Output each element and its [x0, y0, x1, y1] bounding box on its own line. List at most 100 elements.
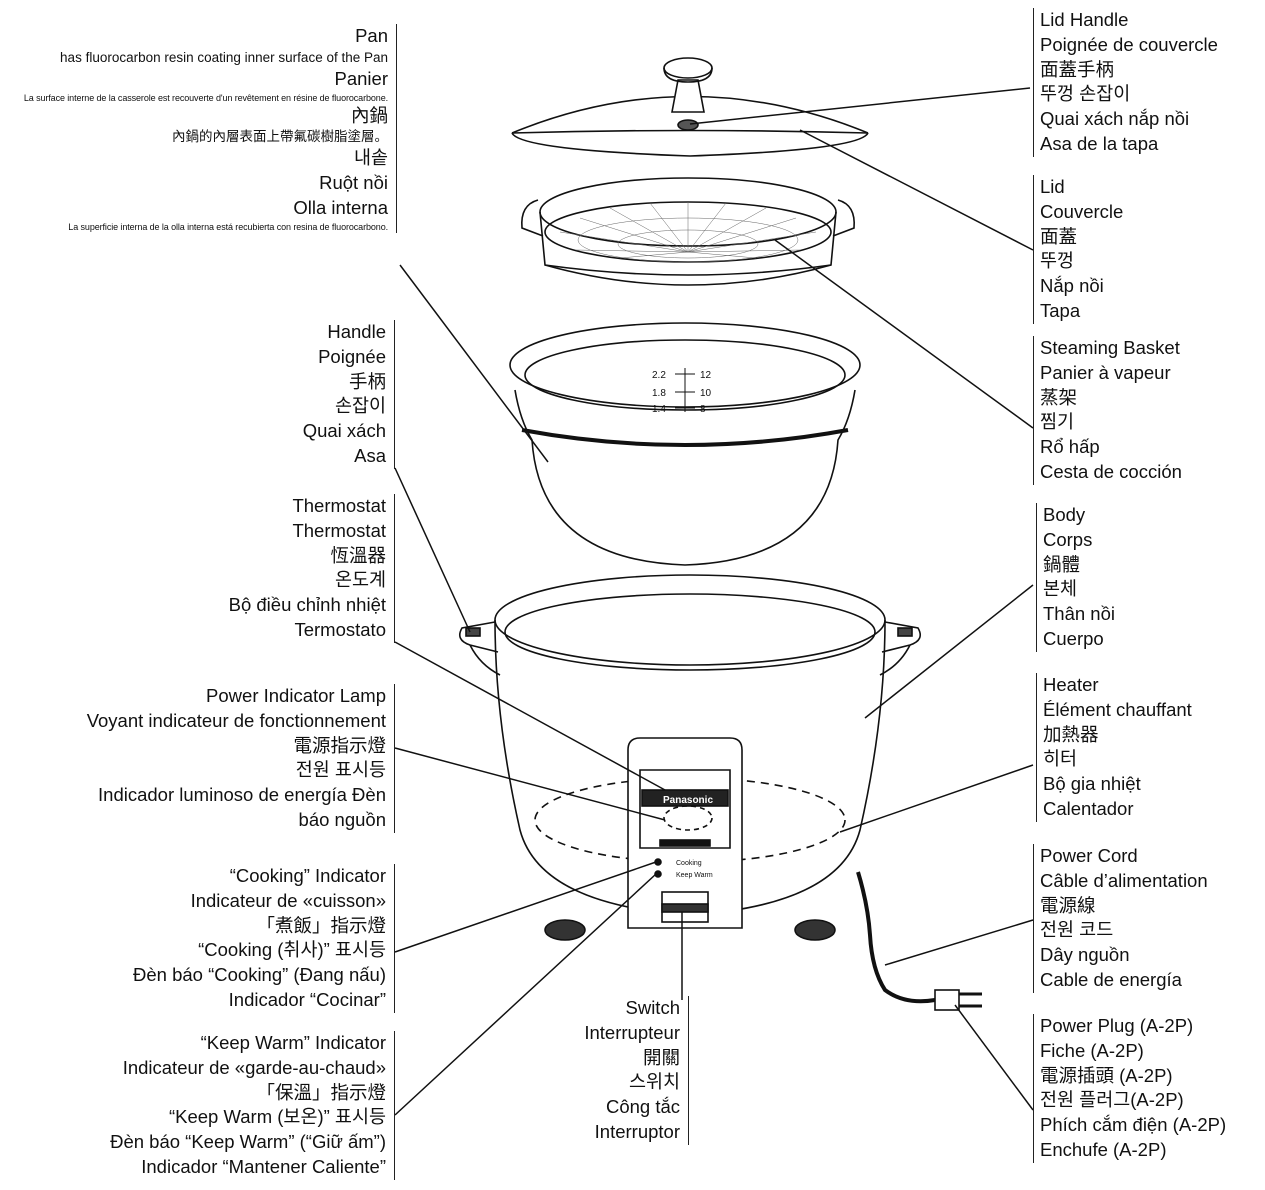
lid-drawing [511, 57, 869, 157]
switch-ko: 스위치 [628, 1071, 680, 1093]
power-cord-drawing [856, 871, 982, 1011]
keep-warm-es: Indicador “Mantener Caliente” [141, 1155, 386, 1177]
cooking-fr: Indicateur de «cuisson» [190, 889, 386, 911]
lid-handle-fr: Poignée de couvercle [1040, 33, 1218, 55]
label-lid: Lid Couvercle 面蓋 뚜껑 Nắp nồi Tapa [1033, 175, 1123, 324]
leader-power-plug [954, 1004, 1034, 1111]
leader-cooking [394, 861, 657, 953]
label-keep-warm-indicator: “Keep Warm” Indicator Indicateur de «gar… [110, 1031, 395, 1180]
body-vi: Thân nồi [1043, 603, 1115, 625]
heater-fr: Élément chauffant [1043, 698, 1192, 720]
label-body: Body Corps 鍋體 본체 Thân nồi Cuerpo [1036, 503, 1115, 652]
lid-en: Lid [1040, 176, 1065, 197]
leader-pan [399, 264, 549, 463]
pan-zh-note: 內鍋的內層表面上帶氟碳樹脂塗層。 [172, 129, 388, 145]
power-plug-vi: Phích cắm điện (A-2P) [1040, 1114, 1227, 1136]
leader-steaming-basket [774, 239, 1034, 429]
label-lid-handle: Lid Handle Poignée de couvercle 面蓋手柄 뚜껑 … [1033, 8, 1218, 157]
scale-right-2: 8 [700, 404, 706, 415]
lid-zh: 面蓋 [1040, 225, 1078, 247]
pan-zh: 內鍋 [350, 104, 388, 126]
control-panel-drawing [627, 737, 743, 929]
steaming-basket-vi: Rổ hấp [1040, 436, 1100, 458]
steaming-basket-drawing [521, 177, 855, 286]
power-lamp-es: Indicador luminoso de energía Đèn [98, 784, 386, 806]
scale-left-1: 1.8 [652, 388, 666, 399]
label-power-plug: Power Plug (A-2P) Fiche (A-2P) 電源插頭 (A-2… [1033, 1014, 1226, 1163]
cooking-ko: “Cooking (취사)” 표시등 [198, 939, 386, 961]
pan-vi: Ruột nồi [319, 172, 388, 194]
label-switch: Switch Interrupteur 開關 스위치 Công tắc Inte… [584, 996, 689, 1145]
heater-ko: 히터 [1043, 748, 1078, 770]
lid-es: Tapa [1040, 299, 1081, 321]
thermostat-es: Termostato [294, 618, 386, 640]
steaming-basket-es: Cesta de cocción [1040, 460, 1182, 482]
leader-heater [839, 764, 1034, 833]
leader-lid [799, 129, 1034, 251]
leader-power-cord [884, 919, 1034, 966]
body-zh: 鍋體 [1043, 553, 1081, 575]
pan-es-note: La superficie interna de la olla interna… [68, 221, 388, 232]
keep-warm-ko: “Keep Warm (보온)” 표시등 [168, 1106, 386, 1128]
scale-right-1: 10 [700, 388, 712, 399]
lid-handle-ko: 뚜껑 손잡이 [1040, 83, 1131, 105]
measuring-scale [675, 368, 695, 412]
leader-keep-warm [394, 873, 657, 1116]
handle-en: Handle [327, 321, 386, 342]
steaming-basket-ko: 찜기 [1040, 411, 1075, 433]
thermostat-zh: 恆溫器 [330, 544, 386, 566]
power-plug-fr: Fiche (A-2P) [1040, 1039, 1144, 1061]
heater-zh: 加熱器 [1043, 723, 1099, 745]
cooking-en: “Cooking” Indicator [229, 865, 386, 886]
pan-en: Pan [355, 25, 388, 46]
thermostat-fr: Thermostat [292, 519, 386, 541]
cooking-zh: 「煮飯」指示燈 [256, 914, 386, 936]
handle-ko: 손잡이 [334, 395, 386, 417]
power-plug-zh: 電源插頭 (A-2P) [1040, 1064, 1173, 1086]
brand-text: Panasonic [663, 795, 713, 806]
handle-zh: 手柄 [348, 370, 386, 392]
cooking-vi: Đèn báo “Cooking” (Đang nấu) [133, 964, 386, 986]
leader-power-lamp [394, 747, 666, 821]
label-power-indicator-lamp: Power Indicator Lamp Voyant indicateur d… [87, 684, 395, 833]
scale-left-0: 2.2 [652, 370, 666, 381]
power-cord-es: Cable de energía [1040, 968, 1182, 990]
steaming-basket-fr: Panier à vapeur [1040, 361, 1171, 383]
thermostat-ko: 온도계 [334, 569, 386, 591]
panel-cooking-text: Cooking [676, 860, 702, 867]
heater-vi: Bộ gia nhiệt [1043, 773, 1141, 795]
heater-es: Calentador [1043, 797, 1134, 819]
pan-es: Olla interna [293, 196, 388, 218]
keep-warm-fr: Indicateur de «garde-au-chaud» [122, 1056, 386, 1078]
power-plug-en: Power Plug (A-2P) [1040, 1015, 1194, 1036]
leader-body [864, 584, 1034, 719]
leader-thermostat [394, 641, 666, 791]
steaming-basket-en: Steaming Basket [1040, 337, 1180, 358]
power-plug-ko: 전원 플러그(A-2P) [1040, 1089, 1184, 1111]
body-ko: 본체 [1043, 578, 1078, 600]
pan-fr-note: La surface interne de la casserole est r… [23, 92, 388, 103]
pan-ko: 내솥 [353, 147, 388, 169]
body-es: Cuerpo [1043, 627, 1104, 649]
body-fr: Corps [1043, 528, 1093, 550]
power-lamp-zh: 電源指示燈 [293, 734, 386, 756]
keep-warm-en: “Keep Warm” Indicator [200, 1032, 386, 1053]
thermostat-en: Thermostat [292, 495, 386, 516]
heater-en: Heater [1043, 674, 1099, 695]
power-cord-ko: 전원 코드 [1040, 919, 1114, 941]
power-cord-en: Power Cord [1040, 845, 1138, 866]
keep-warm-zh: 「保溫」指示燈 [256, 1081, 386, 1103]
scale-right-0: 12 [700, 370, 712, 381]
switch-vi: Công tắc [605, 1096, 680, 1118]
label-power-cord: Power Cord Câble d’alimentation 電源線 전원 코… [1033, 844, 1208, 993]
switch-zh: 開關 [642, 1046, 680, 1068]
power-lamp-vi: báo nguồn [298, 808, 386, 830]
keep-warm-vi: Đèn báo “Keep Warm” (“Giữ ấm”) [110, 1131, 386, 1153]
power-cord-vi: Dây nguồn [1040, 944, 1130, 966]
power-cord-fr: Câble d’alimentation [1040, 869, 1208, 891]
panel-keep-warm-text: Keep Warm [676, 872, 713, 879]
label-steaming-basket: Steaming Basket Panier à vapeur 蒸架 찜기 Rổ… [1033, 336, 1182, 485]
leader-lid-handle [689, 87, 1031, 125]
cooking-es: Indicador “Cocinar” [228, 988, 386, 1010]
handle-vi: Quai xách [302, 420, 386, 442]
